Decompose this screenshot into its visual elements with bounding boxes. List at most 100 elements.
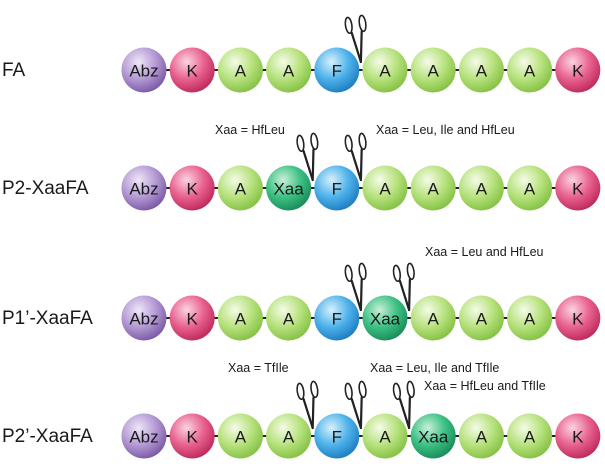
residue-label: A [524,62,536,81]
residue-bead: F [314,295,360,341]
residue-circle [217,165,263,211]
residue-label: Abz [129,310,158,329]
residue-bead: A [458,165,504,211]
residue-circle [458,47,504,93]
residue-label: A [235,62,247,81]
residue-circle [507,47,553,93]
residue-bead: A [410,165,456,211]
residue-label: K [187,428,199,447]
residue-bead: K [555,47,601,93]
residue-bead: F [314,47,360,93]
residue-bead: A [217,295,263,341]
residue-bead: K [555,413,601,459]
residue-label: K [187,180,199,199]
residue-circle [121,413,167,459]
residue-label: A [428,180,440,199]
residue-circle [410,413,456,459]
cleavage-note: Xaa = HfLeu and TfIle [424,379,546,393]
residue-label: A [524,310,536,329]
cleavage-note: Xaa = Leu, Ile and TfIle [370,361,499,375]
row-label: FA [2,60,26,81]
residue-bead: A [362,413,408,459]
residue-circle [362,413,408,459]
residue-label: A [283,428,295,447]
residue-label: K [572,310,584,329]
residue-bead: A [217,47,263,93]
residue-circle [217,295,263,341]
residue-circle [362,47,408,93]
residue-label: A [283,310,295,329]
residue-label: F [332,428,342,447]
residue-circle [458,413,504,459]
residue-circle [458,165,504,211]
residue-label: A [235,180,247,199]
residue-label: F [332,62,342,81]
residue-bead: A [362,165,408,211]
residue-bead: Xaa [266,165,312,211]
residue-bead: A [458,295,504,341]
cleavage-note: Xaa = Leu, Ile and HfLeu [376,123,515,137]
residue-label: Abz [129,62,158,81]
residue-bead: K [169,413,215,459]
residue-circle [555,165,601,211]
residue-bead: F [314,413,360,459]
residue-label: K [572,428,584,447]
residue-circle [169,295,215,341]
residue-bead: A [507,165,553,211]
residue-bead: A [410,47,456,93]
residue-label: K [572,180,584,199]
residue-bead: Xaa [362,295,408,341]
residue-label: A [379,180,391,199]
residue-label: A [524,428,536,447]
residue-circle [121,165,167,211]
residue-circle [314,165,360,211]
residue-circle [169,47,215,93]
residue-label: A [379,428,391,447]
residue-circle [410,165,456,211]
residue-bead: Abz [121,165,167,211]
residue-bead: Xaa [410,413,456,459]
residue-label: A [379,62,391,81]
residue-bead: A [507,295,553,341]
residue-label: Abz [129,428,158,447]
residue-circle [410,47,456,93]
residue-circle [266,295,312,341]
residue-circle [507,413,553,459]
residue-circle [217,47,263,93]
residue-circle [555,47,601,93]
row-label: P2’-XaaFA [2,426,93,447]
residue-circle [507,165,553,211]
residue-label: A [283,62,295,81]
residue-bead: K [555,165,601,211]
residue-bead: Abz [121,47,167,93]
residue-bead: F [314,165,360,211]
residue-label: K [572,62,584,81]
residue-label: A [235,428,247,447]
residue-label: A [476,310,488,329]
residue-circle [314,47,360,93]
residue-bead: A [266,295,312,341]
residue-circle [507,295,553,341]
residue-circle [266,165,312,211]
residue-bead: A [266,47,312,93]
cleavage-note: Xaa = Leu and HfLeu [425,245,544,259]
residue-label: A [428,62,440,81]
residue-label: F [332,180,342,199]
residue-label: K [187,62,199,81]
residue-circle [314,413,360,459]
residue-label: Xaa [418,428,449,447]
residue-label: F [332,310,342,329]
residue-circle [121,295,167,341]
residue-label: A [428,310,440,329]
row-label: P1’-XaaFA [2,308,93,329]
residue-bead: A [362,47,408,93]
residue-circle [362,295,408,341]
residue-bead: K [169,47,215,93]
residue-label: A [476,62,488,81]
residue-bead: A [507,47,553,93]
